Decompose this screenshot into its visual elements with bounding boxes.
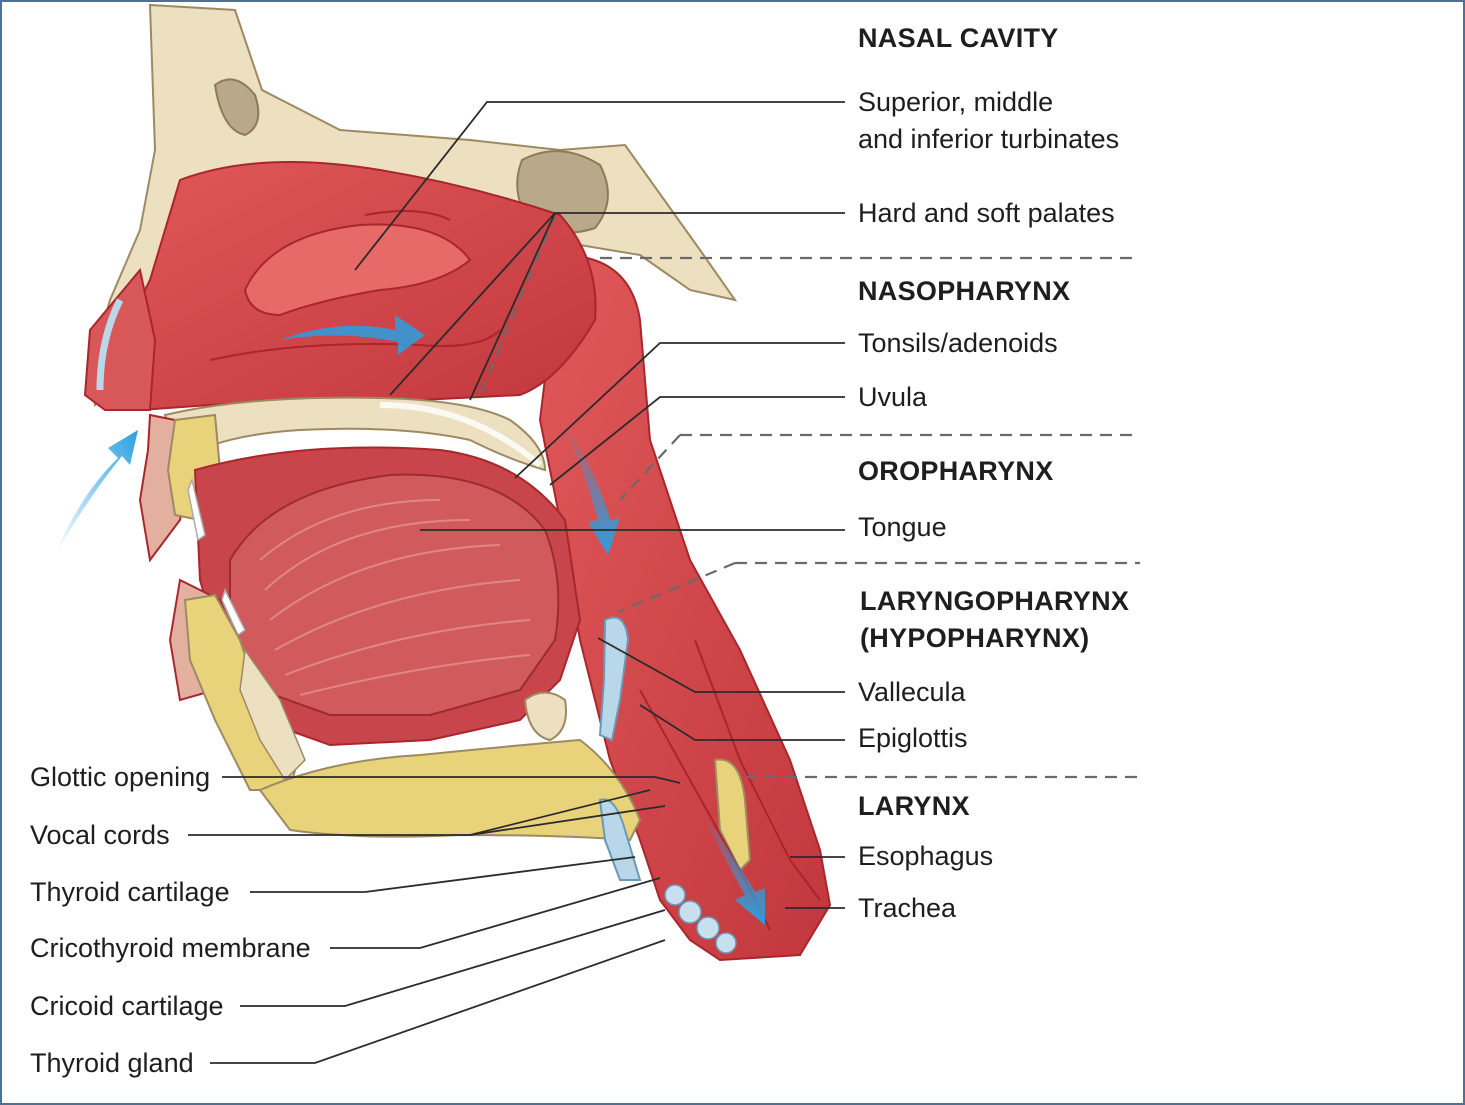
label-vallecula: Vallecula xyxy=(858,674,966,711)
section-title-larynx: LARYNX xyxy=(858,788,970,825)
label-thyroid-gland: Thyroid gland xyxy=(30,1045,194,1082)
submandibular-tissue xyxy=(260,740,640,840)
airflow-arrow-inhale xyxy=(55,430,138,555)
label-trachea: Trachea xyxy=(858,890,956,927)
label-turbinates-line2: and inferior turbinates xyxy=(858,121,1119,158)
section-title-nasopharynx: NASOPHARYNX xyxy=(858,273,1070,310)
section-title-laryngopharynx: LARYNGOPHARYNX xyxy=(860,583,1129,620)
label-cricoid-cartilage: Cricoid cartilage xyxy=(30,988,224,1025)
label-uvula: Uvula xyxy=(858,379,927,416)
hyoid-bone xyxy=(525,693,566,741)
label-palates: Hard and soft palates xyxy=(858,195,1115,232)
tongue xyxy=(230,475,558,715)
label-glottic-opening: Glottic opening xyxy=(30,759,210,796)
section-title-oropharynx: OROPHARYNX xyxy=(858,453,1054,490)
label-epiglottis: Epiglottis xyxy=(858,720,968,757)
section-title-nasal-cavity: NASAL CAVITY xyxy=(858,20,1059,57)
label-vocal-cords: Vocal cords xyxy=(30,817,170,854)
label-esophagus: Esophagus xyxy=(858,838,993,875)
label-turbinates-line1: Superior, middle xyxy=(858,84,1053,121)
label-thyroid-cartilage: Thyroid cartilage xyxy=(30,874,230,911)
label-cricothyroid-membrane: Cricothyroid membrane xyxy=(30,930,311,967)
label-tongue: Tongue xyxy=(858,509,947,546)
label-tonsils: Tonsils/adenoids xyxy=(858,325,1058,362)
section-subtitle-hypopharynx: (HYPOPHARYNX) xyxy=(860,620,1089,657)
